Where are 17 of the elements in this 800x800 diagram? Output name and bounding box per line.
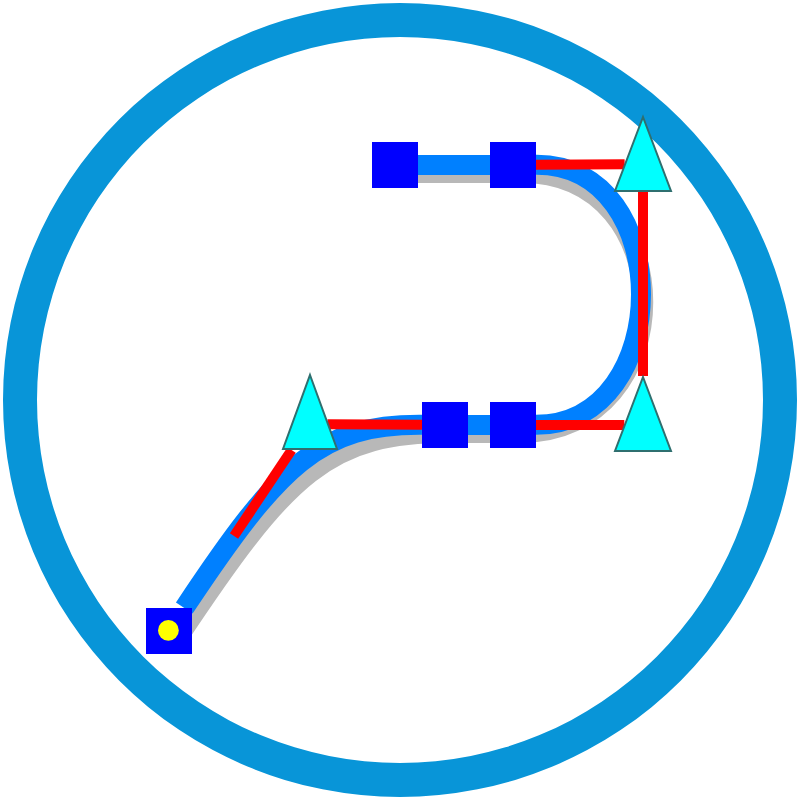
curve-segment [176,414,423,614]
curve-segment [534,154,651,435]
handle-line [536,420,625,430]
triangle-handle [614,116,672,192]
handle-line [535,159,625,170]
triangle-handle [614,376,672,452]
triangle-handle [281,374,337,450]
square-handle [372,142,418,188]
square-handle [146,608,192,654]
square-handle [422,402,468,448]
curve-segment [418,155,490,175]
curve-segment [468,415,490,435]
handle-line [327,419,423,430]
handle-line [638,192,648,376]
square-handle [490,142,536,188]
square-handle [490,402,536,448]
handle-line [229,447,296,539]
